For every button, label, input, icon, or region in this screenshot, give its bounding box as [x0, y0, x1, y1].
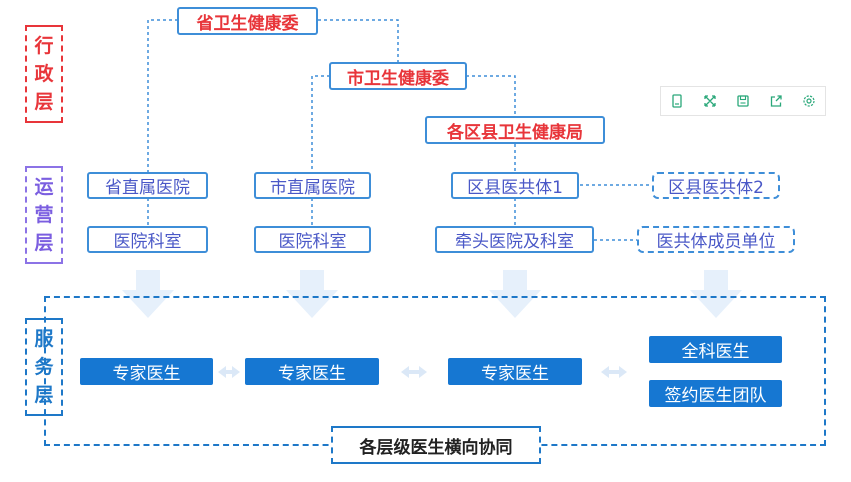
line-province: [147, 19, 178, 174]
fullscreen-icon[interactable]: [699, 90, 721, 112]
province-hospital: 省直属医院: [87, 172, 208, 199]
city-health-commission: 市卫生健康委: [329, 62, 467, 90]
down-arrow: [122, 270, 174, 318]
county-medical-group-1: 区县医共体1: [451, 172, 579, 199]
line-province-city: [318, 19, 399, 62]
general-practitioner: 全科医生: [649, 336, 782, 363]
lead-hospital-dept: 牵头医院及科室: [435, 226, 594, 253]
down-arrow: [690, 270, 742, 318]
operation-layer-label: 运 营 层: [25, 166, 63, 264]
contracted-doctor-team: 签约医生团队: [649, 380, 782, 407]
service-layer-char: 务: [34, 356, 54, 378]
down-arrow: [286, 270, 338, 318]
line-city-county: [466, 75, 516, 116]
operation-layer-char: 营: [34, 204, 54, 226]
expert-doctor-2: 专家医生: [245, 358, 379, 385]
admin-layer-char: 行: [34, 35, 54, 57]
chart-toolbar: [660, 86, 826, 116]
flow-arrows: [122, 270, 742, 318]
down-arrow: [489, 270, 541, 318]
settings-icon[interactable]: [798, 90, 820, 112]
service-layer-char: 层: [34, 384, 54, 406]
share-icon[interactable]: [765, 90, 787, 112]
double-arrow: [401, 366, 427, 378]
admin-layer-char: 层: [34, 91, 54, 113]
group-member-units: 医共体成员单位: [637, 226, 795, 253]
double-arrow: [601, 366, 627, 378]
horizontal-collaboration-label: 各层级医生横向协同: [331, 426, 541, 464]
expert-doctor-1: 专家医生: [80, 358, 213, 385]
save-icon[interactable]: [732, 90, 754, 112]
line-city: [311, 75, 330, 174]
horizontal-double-arrows: [218, 366, 627, 378]
city-hospital-dept: 医院科室: [254, 226, 371, 253]
service-layer-char: 服: [34, 328, 54, 350]
admin-layer-label: 行 政 层: [25, 25, 63, 123]
province-hospital-dept: 医院科室: [87, 226, 208, 253]
operation-layer-char: 层: [34, 232, 54, 254]
double-arrow: [218, 366, 240, 378]
admin-layer-char: 政: [34, 63, 54, 85]
county-medical-group-2: 区县医共体2: [652, 172, 780, 199]
copy-icon[interactable]: [666, 90, 688, 112]
expert-doctor-3: 专家医生: [448, 358, 582, 385]
county-health-bureau: 各区县卫生健康局: [425, 116, 605, 144]
province-health-commission: 省卫生健康委: [177, 7, 318, 35]
city-hospital: 市直属医院: [254, 172, 371, 199]
operation-layer-char: 运: [34, 176, 54, 198]
